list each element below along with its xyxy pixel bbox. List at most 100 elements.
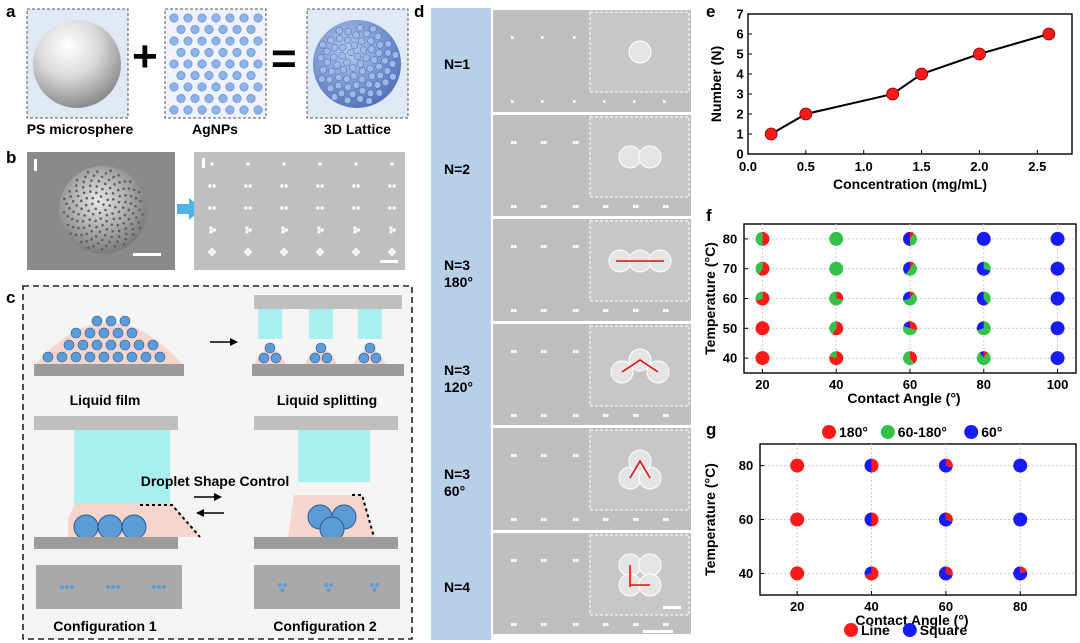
pie-slice	[910, 231, 915, 239]
sem-image-single-lattice	[27, 152, 175, 270]
pie-slice	[829, 321, 837, 334]
pie-slice	[979, 351, 984, 359]
x-axis-label: Contact Angle (°)	[847, 390, 960, 406]
tick-label: 6	[736, 27, 743, 42]
pie-marker	[864, 566, 879, 581]
pie-slice	[836, 291, 844, 301]
d-row-label: N=2	[444, 161, 470, 178]
pie-marker	[1013, 458, 1028, 473]
panel-label-f: f	[706, 206, 712, 225]
d-row-label: N=1	[444, 56, 470, 73]
panel-label-b: b	[6, 148, 17, 167]
pie-slice	[983, 291, 991, 305]
pie-slice	[976, 321, 984, 331]
pie-marker	[829, 291, 844, 306]
d-row-sem-image	[493, 114, 691, 216]
pie-slice	[938, 458, 953, 473]
pie-slice	[910, 351, 917, 364]
pie-marker	[829, 261, 844, 276]
caption-ps-microsphere: PS microsphere	[26, 121, 134, 137]
pie-marker	[1050, 321, 1065, 336]
caption-configuration-1: Configuration 1	[53, 618, 157, 634]
d-row-n: N=2	[444, 160, 471, 177]
tick-label: 0.0	[739, 159, 757, 174]
pie-marker	[903, 261, 917, 276]
x-axis-label: Concentration (mg/mL)	[833, 176, 987, 192]
legend-label: 60°	[981, 424, 1002, 440]
d-row-sem-image	[493, 10, 691, 112]
tick-label: 80	[739, 458, 753, 473]
pie-slice	[758, 261, 770, 276]
pie-slice	[829, 351, 837, 359]
pie-slice	[755, 291, 763, 301]
data-point	[973, 47, 986, 61]
pie-slice	[903, 231, 910, 246]
y-axis-label: Temperature (°C)	[702, 242, 718, 355]
pie-slice	[903, 261, 910, 275]
d-row-angle: 60°	[444, 483, 466, 499]
sem-image-array	[194, 152, 405, 270]
pie-slice	[864, 566, 872, 576]
legend-label: Square	[920, 622, 968, 638]
legend-marker	[902, 623, 917, 637]
pie-marker	[755, 261, 770, 276]
tick-label: 2.0	[970, 159, 988, 174]
pie-marker	[755, 231, 770, 246]
pie-slice	[976, 291, 988, 306]
tick-label: 20	[790, 599, 804, 614]
pie-slice	[910, 291, 915, 299]
pie-slice	[945, 512, 953, 522]
pie-slice	[755, 291, 770, 306]
pie-marker	[938, 458, 953, 473]
tick-label: 80	[1013, 599, 1027, 614]
pie-slice	[938, 566, 953, 581]
pie-slice	[903, 351, 915, 366]
caption-configuration-2: Configuration 2	[273, 618, 377, 634]
d-row-n: N=3	[444, 257, 471, 273]
tick-label: 80	[977, 377, 991, 392]
pie-slice	[864, 512, 872, 527]
tick-label: 20	[755, 377, 769, 392]
tick-label: 40	[739, 566, 753, 581]
pie-marker	[903, 321, 917, 336]
pie-slice	[864, 566, 879, 581]
pie-marker	[976, 321, 991, 336]
d-row-label: N=4	[444, 579, 470, 596]
pie-marker	[755, 321, 770, 336]
pie-slice	[910, 233, 917, 246]
pie-slice	[871, 512, 879, 527]
tick-label: 40	[829, 377, 843, 392]
pie-slice	[903, 326, 917, 336]
equals-sign: =	[271, 34, 297, 83]
panel-label-g: g	[706, 420, 717, 439]
legend-marker	[880, 425, 895, 439]
panel-label-a: a	[6, 2, 16, 21]
pie-slice	[910, 321, 917, 331]
pie-slice	[829, 291, 843, 306]
pie-slice	[903, 321, 910, 329]
d-row-n: N=4	[444, 578, 471, 595]
d-row-sem-image	[493, 323, 691, 425]
d-row-n: N=3	[444, 466, 471, 482]
pie-marker	[938, 566, 953, 581]
tick-label: 60	[903, 377, 917, 392]
panel-d-sidebar	[431, 8, 491, 640]
pie-slice	[976, 352, 991, 366]
pie-marker	[755, 351, 770, 366]
pie-slice	[871, 458, 879, 473]
tick-label: 2.5	[1028, 159, 1046, 174]
panel-label-e: e	[706, 2, 716, 21]
pie-slice	[938, 512, 953, 527]
tick-label: 70	[723, 261, 737, 276]
ps-microsphere-illustration	[26, 8, 129, 119]
d-row-n: N=3	[444, 361, 471, 378]
y-axis-label: Temperature (°C)	[702, 463, 718, 576]
pie-marker	[903, 231, 917, 246]
legend-marker	[964, 425, 979, 439]
pie-slice	[910, 261, 915, 269]
